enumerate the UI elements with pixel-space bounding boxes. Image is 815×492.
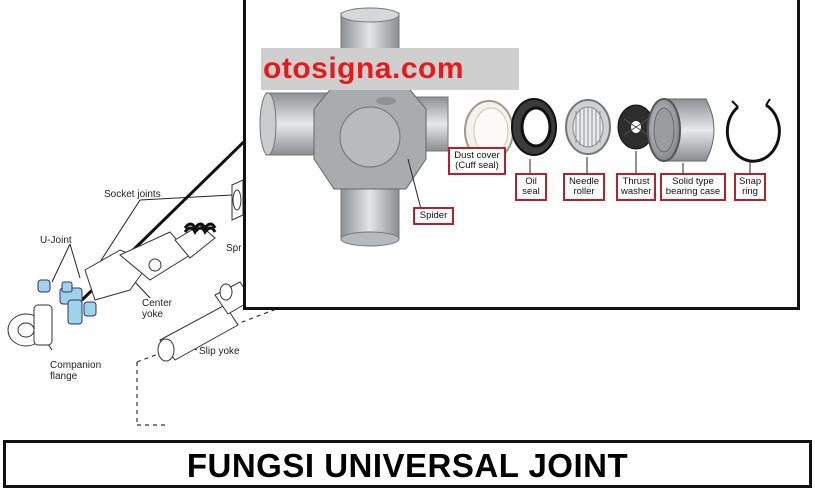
- slip-yoke-label: Slip yoke: [199, 346, 240, 357]
- exploded-parts-drawing: [259, 7, 781, 247]
- socket-yoke: [84, 224, 216, 301]
- dust-cover-part: [464, 100, 514, 162]
- u-joint-parts: [37, 279, 97, 325]
- socket-joints-label: Socket joints: [104, 189, 161, 200]
- title-box: FUNGSI UNIVERSAL JOINT: [3, 440, 812, 488]
- oil-seal-label: Oil seal: [515, 173, 547, 201]
- companion-flange-label: Companion flange: [50, 360, 102, 382]
- center-yoke-label: Center yoke: [142, 298, 173, 320]
- dust-cover-label: Dust cover (Cuff seal): [448, 147, 506, 175]
- u-joint-label: U-Joint: [40, 235, 72, 246]
- spring: [183, 222, 217, 235]
- snap-ring-label: Snap ring: [734, 173, 766, 201]
- spider-part: [259, 7, 449, 247]
- companion-flange: [7, 304, 53, 347]
- needle-roller-label: Needle roller: [563, 173, 605, 201]
- thrust-washer-part: [617, 104, 655, 150]
- spider-label: Spider: [413, 207, 454, 225]
- thrust-washer-label: Thrust washer: [616, 173, 656, 201]
- bearing-case-label: Solid type bearing case: [660, 173, 726, 201]
- watermark: otosigna.com: [263, 52, 465, 85]
- snap-ring-part: [725, 98, 781, 163]
- exploded-view-inset: Spider Dust cover (Cuff seal) Oil seal N…: [243, 0, 800, 310]
- spring-label: Spr: [226, 243, 242, 254]
- dashed-guides: [136, 299, 301, 426]
- page-title: FUNGSI UNIVERSAL JOINT: [186, 447, 629, 484]
- watermark-bar: [261, 48, 519, 90]
- needle-roller-part: [565, 99, 611, 155]
- oil-seal-part: [511, 98, 557, 156]
- bearing-case-part: [647, 98, 715, 162]
